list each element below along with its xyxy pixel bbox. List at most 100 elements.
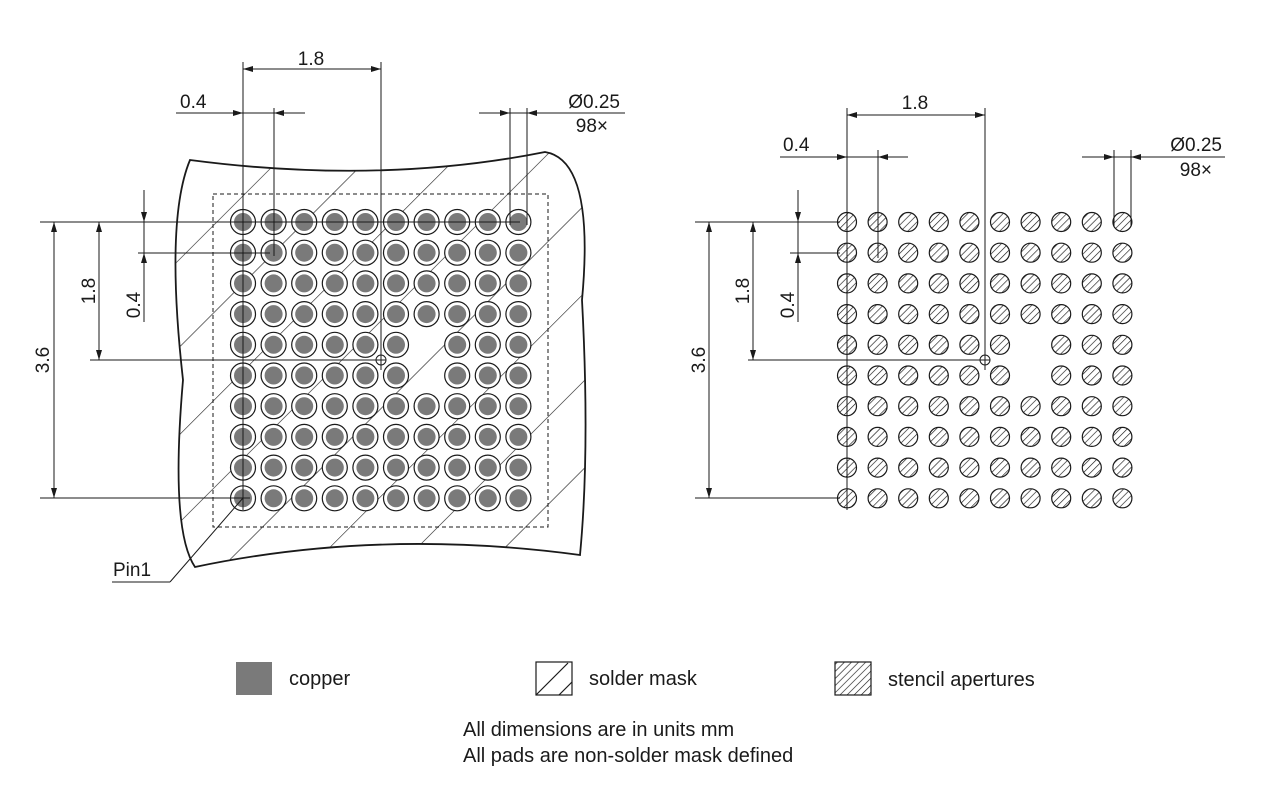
- copper-pad: [260, 485, 287, 512]
- stencil-aperture: [1112, 457, 1133, 478]
- copper-pad: [352, 301, 379, 328]
- stencil-aperture: [1051, 334, 1072, 355]
- copper-pad: [352, 331, 379, 358]
- copper-pad: [321, 393, 348, 420]
- pitch-y-dimension: 0.4: [778, 291, 799, 318]
- stencil-aperture: [989, 242, 1011, 263]
- stencil-aperture: [928, 242, 949, 263]
- stencil-aperture: [1020, 273, 1041, 294]
- copper-pad: [474, 331, 501, 358]
- copper-pad: [352, 454, 379, 481]
- stencil-aperture: [1020, 396, 1041, 417]
- copper-pad: [382, 331, 410, 358]
- stencil-aperture: [1020, 304, 1041, 325]
- copper-pad: [260, 423, 287, 450]
- stencil-aperture: [1112, 242, 1133, 263]
- stencil-aperture: [959, 426, 980, 447]
- legend-solder-mask: solder mask: [535, 661, 698, 696]
- stencil-aperture: [1081, 365, 1102, 386]
- stencil-aperture: [898, 365, 919, 386]
- copper-pad: [321, 454, 348, 481]
- copper-pad: [444, 393, 471, 420]
- stencil-aperture: [1112, 211, 1133, 233]
- copper-pad: [382, 393, 410, 420]
- pad-diameter-dimension: Ø0.25: [568, 92, 620, 113]
- stencil-aperture: [989, 273, 1011, 294]
- copper-pad: [291, 393, 318, 420]
- copper-pad: [291, 485, 318, 512]
- stencil-aperture: [959, 457, 980, 478]
- stencil-aperture: [898, 211, 919, 233]
- stencil-aperture: [1112, 488, 1133, 509]
- copper-pad: [321, 423, 348, 450]
- copper-pad: [352, 485, 379, 512]
- note-units: All dimensions are in units mm: [463, 719, 735, 741]
- stencil-aperture: [1020, 457, 1041, 478]
- stencil-aperture: [928, 334, 949, 355]
- copper-pad: [505, 239, 532, 266]
- copper-swatch: [236, 662, 272, 695]
- stencil-aperture-grid: [836, 211, 1133, 509]
- stencil-aperture: [959, 334, 980, 355]
- stencil-aperture: [928, 365, 949, 386]
- copper-pad: [321, 362, 348, 389]
- stencil-aperture: [1051, 457, 1072, 478]
- stencil-aperture: [959, 304, 980, 325]
- copper-pad: [352, 270, 379, 297]
- stencil-aperture: [959, 488, 980, 509]
- copper-pad: [382, 270, 410, 297]
- pin1-label: Pin1: [113, 560, 151, 581]
- copper-pad: [474, 485, 501, 512]
- stencil-aperture: [928, 211, 949, 233]
- copper-pad: [505, 301, 532, 328]
- copper-pad: [321, 301, 348, 328]
- note-pads: All pads are non-solder mask defined: [463, 745, 794, 767]
- stencil-aperture: [1081, 334, 1102, 355]
- copper-pad: [291, 331, 318, 358]
- copper-pad: [291, 423, 318, 450]
- pitch-x-dimension: 0.4: [180, 92, 207, 113]
- stencil-aperture: [1051, 488, 1072, 509]
- copper-pad: [382, 485, 410, 512]
- stencil-aperture: [867, 457, 888, 478]
- copper-pad: [444, 239, 471, 266]
- copper-pad: [474, 270, 501, 297]
- copper-pad: [382, 423, 410, 450]
- legend-copper: copper: [236, 662, 350, 695]
- copper-pad: [505, 362, 532, 389]
- copper-pad: [444, 331, 471, 358]
- stencil-aperture: [928, 488, 949, 509]
- copper-pad: [321, 331, 348, 358]
- stencil-aperture: [1081, 426, 1102, 447]
- copper-pad: [413, 301, 440, 328]
- stencil-aperture: [989, 396, 1011, 417]
- stencil-aperture: [959, 396, 980, 417]
- legend: copper solder mask stencil apertures: [236, 661, 1035, 696]
- copper-pad: [444, 270, 471, 297]
- stencil-aperture: [989, 334, 1011, 355]
- copper-pad: [474, 239, 501, 266]
- legend-copper-label: copper: [289, 668, 350, 690]
- copper-pad: [260, 301, 287, 328]
- copper-pad: [291, 301, 318, 328]
- stencil-aperture: [898, 396, 919, 417]
- stencil-aperture: [989, 488, 1011, 509]
- copper-pad: [413, 485, 440, 512]
- right-view: 1.8 0.4 Ø0.25 98× 3.6 1.8 0.4: [689, 93, 1225, 510]
- copper-pad: [321, 485, 348, 512]
- copper-pad: [474, 393, 501, 420]
- copper-pad: [444, 454, 471, 481]
- stencil-aperture: [1112, 273, 1133, 294]
- copper-pad: [260, 362, 287, 389]
- stencil-aperture: [898, 334, 919, 355]
- stencil-aperture: [989, 426, 1011, 447]
- span-y-half-dimension: 1.8: [733, 278, 754, 304]
- copper-pad: [321, 239, 348, 266]
- stencil-aperture: [1020, 211, 1041, 233]
- stencil-aperture: [1051, 242, 1072, 263]
- pad-count: 98×: [576, 116, 608, 137]
- copper-pad: [382, 454, 410, 481]
- legend-stencil: stencil apertures: [834, 661, 1035, 696]
- stencil-aperture: [1112, 365, 1133, 386]
- copper-pad: [352, 423, 379, 450]
